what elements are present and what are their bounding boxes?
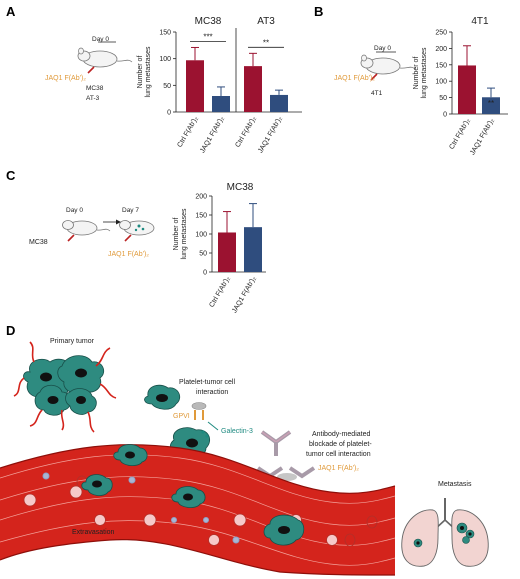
chart-a-significance-label: ** — [263, 38, 269, 47]
panel-letter-d: D — [6, 323, 15, 338]
chart-a-significance-label: *** — [203, 32, 212, 41]
chart-b-y-tick-label: 150 — [435, 62, 447, 69]
chart-a-x-tick-label: JAQ1 F(Ab')₂ — [257, 115, 284, 154]
panel-a: A Day 0 JAQ1 F(Ab')₂ MC38 AT-3 0 50 100 150… — [6, 4, 302, 155]
day7-label-c: Day 7 — [122, 207, 139, 214]
chart-c-y-axis-label: Number of — [173, 218, 180, 251]
blockade-label-line2: blockade of platelet- — [309, 441, 372, 448]
chart-c-y-tick-label: 100 — [195, 232, 207, 239]
chart-a-y-axis-label: lung metastases — [145, 46, 152, 97]
syringe-icon — [370, 73, 378, 81]
chart-a-group-title: MC38 — [195, 16, 222, 27]
mouse-illustration-c2 — [119, 220, 155, 242]
day-label-a: Day 0 — [92, 36, 109, 43]
blockade-label-line3: tumor cell interaction — [306, 451, 371, 458]
chart-c-y-axis-label: lung metastases — [181, 208, 188, 259]
primary-tumor-illustration — [13, 341, 117, 433]
cell-label-at3-a: AT-3 — [86, 95, 100, 102]
chart-a-y-tick-label: 0 — [167, 110, 171, 117]
day-label-b: Day 0 — [374, 45, 391, 52]
chart-b-y-tick-label: 250 — [435, 30, 447, 37]
chart-c-title: MC38 — [227, 182, 254, 193]
day0-label-c: Day 0 — [66, 207, 83, 214]
chart-b-y-tick-label: 200 — [435, 46, 447, 53]
interaction-label-line1: Platelet-tumor cell — [179, 379, 235, 386]
mouse-illustration-b — [360, 54, 416, 81]
chart-a-bar — [244, 66, 262, 112]
chart-c-y-tick-label: 200 — [195, 194, 207, 201]
chart-b-significance-label: ** — [488, 99, 494, 108]
treatment-label-a: JAQ1 F(Ab')₂ — [45, 75, 86, 82]
chart-b-bar — [458, 65, 476, 114]
gpvi-label: GPVI — [173, 413, 190, 420]
syringe-icon — [67, 234, 75, 242]
extravasation-label: Extravasation — [72, 529, 115, 536]
mouse-illustration-c1 — [62, 220, 111, 242]
cell-label-mc38-a: MC38 — [86, 85, 104, 92]
chart-b-y-tick-label: 0 — [443, 112, 447, 119]
chart-c-bar — [244, 227, 262, 272]
blockade-label-line1: Antibody-mediated — [312, 431, 370, 438]
mouse-illustration-a — [77, 47, 133, 74]
chart-a-y-tick-label: 50 — [163, 83, 171, 90]
antibody-label: JAQ1 F(Ab')₂ — [318, 465, 359, 472]
chart-a-x-tick-label: Ctrl F(Ab')₂ — [234, 115, 257, 149]
lungs-icon — [401, 498, 489, 567]
chart-a-y-axis-label: Number of — [137, 56, 144, 89]
chart-a-bar — [186, 60, 204, 112]
metastasis-label: Metastasis — [438, 481, 472, 488]
panel-letter-a: A — [6, 4, 16, 19]
chart-c-x-tick-label: Ctrl F(Ab')₂ — [208, 275, 231, 309]
galectin-label: Galectin-3 — [221, 428, 253, 435]
chart-a-bar — [270, 94, 288, 112]
chart-a-x-tick-label: Ctrl F(Ab')₂ — [176, 115, 199, 149]
panel-c: C Day 0 Day 7 MC38 JAQ1 F(Ab')₂ 0 50 100 15… — [6, 168, 266, 315]
syringe-icon — [87, 66, 95, 74]
chart-a-group-title: AT3 — [257, 16, 275, 27]
chart-b-y-tick-label: 50 — [439, 95, 447, 102]
circulating-tumor-cell — [144, 384, 181, 410]
chart-b-x-tick-label: JAQ1 F(Ab')₂ — [469, 117, 496, 156]
chart-c-y-tick-label: 0 — [203, 270, 207, 277]
primary-tumor-label: Primary tumor — [50, 338, 95, 345]
chart-a-x-tick-label: JAQ1 F(Ab')₂ — [199, 115, 226, 154]
panel-d: D Primary tumor Platelet-tumor cell i — [0, 323, 489, 576]
interaction-label-line2: interaction — [196, 389, 228, 396]
chart-c-y-tick-label: 50 — [199, 251, 207, 258]
chart-c-bar — [218, 232, 236, 272]
treatment-label-c: JAQ1 F(Ab')₂ — [108, 251, 149, 258]
chart-c-x-tick-label: JAQ1 F(Ab')₂ — [231, 275, 258, 314]
chart-b-title: 4T1 — [471, 16, 489, 27]
chart-a-bar — [212, 96, 230, 112]
cell-label-c: MC38 — [29, 239, 48, 246]
chart-b-y-tick-label: 100 — [435, 79, 447, 86]
blood-vessel — [0, 444, 396, 576]
chart-a-y-tick-label: 150 — [159, 30, 171, 37]
platelet-icon — [191, 402, 207, 420]
treatment-label-b: JAQ1 F(Ab')₂ — [334, 75, 375, 82]
panel-b: B Day 0 JAQ1 F(Ab')₂ 4T1 0 50 100 150 200 250… — [314, 4, 508, 157]
chart-b-bar — [482, 97, 500, 114]
panel-letter-c: C — [6, 168, 16, 183]
chart-b-x-tick-label: Ctrl F(Ab')₂ — [448, 117, 471, 151]
chart-a-y-tick-label: 100 — [159, 56, 171, 63]
cell-label-4t1: 4T1 — [371, 90, 383, 97]
syringe-icon — [124, 234, 132, 242]
panel-letter-b: B — [314, 4, 323, 19]
chart-c-y-tick-label: 150 — [195, 213, 207, 220]
chart-b-y-axis-label: lung metastases — [421, 47, 428, 98]
chart-b-y-axis-label: Number of — [413, 57, 420, 90]
